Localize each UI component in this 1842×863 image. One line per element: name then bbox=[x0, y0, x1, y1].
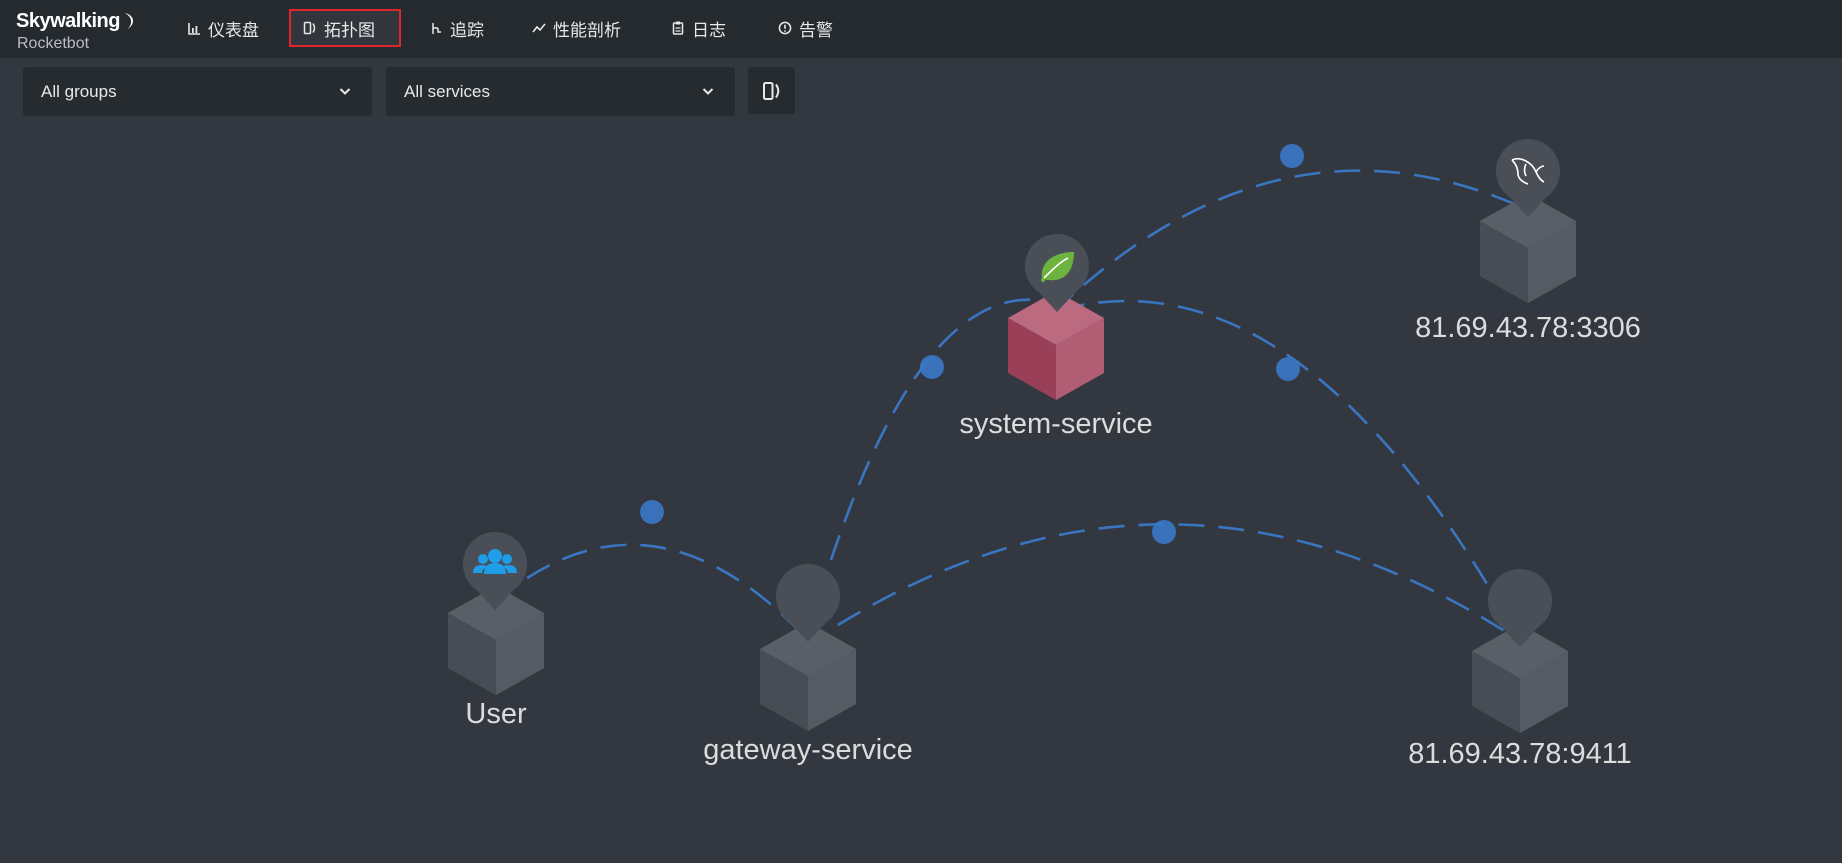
node-label-gateway-service: gateway-service bbox=[703, 734, 913, 766]
nav-trace[interactable]: 追踪 bbox=[417, 9, 496, 47]
edge-dot-user-gateway[interactable] bbox=[640, 500, 664, 524]
node-label-mysql-3306: 81.69.43.78:3306 bbox=[1415, 312, 1641, 344]
node-gateway-service[interactable] bbox=[760, 564, 856, 731]
group-select[interactable]: All groups bbox=[23, 67, 372, 116]
topology-canvas[interactable]: User gateway-service system-service 81.6… bbox=[0, 116, 1842, 858]
group-select-value: All groups bbox=[41, 81, 117, 101]
nav-alarm-label: 告警 bbox=[799, 20, 833, 40]
chevron-down-icon bbox=[702, 88, 714, 95]
logo-subtitle: Rocketbot bbox=[17, 35, 90, 52]
node-label-user: User bbox=[465, 698, 527, 730]
nav-topology-label: 拓扑图 bbox=[324, 20, 375, 40]
nav-trace-label: 追踪 bbox=[450, 20, 484, 40]
edge-system-zipkin[interactable] bbox=[1058, 299, 1520, 638]
mysql-dolphin-icon bbox=[1511, 157, 1545, 185]
spring-leaf-icon bbox=[1041, 252, 1074, 282]
nav-dashboard[interactable]: 仪表盘 bbox=[175, 9, 271, 47]
service-select-value: All services bbox=[404, 81, 490, 101]
edge-dot-gateway-system[interactable] bbox=[920, 355, 944, 379]
node-label-system-service: system-service bbox=[959, 408, 1153, 440]
service-select[interactable]: All services bbox=[386, 67, 735, 116]
edge-gateway-zipkin[interactable] bbox=[837, 523, 1521, 643]
topology-icon bbox=[762, 81, 779, 100]
node-mysql-3306[interactable] bbox=[1480, 139, 1576, 303]
nav-profile-label: 性能剖析 bbox=[553, 20, 621, 40]
node-user[interactable] bbox=[448, 532, 544, 695]
edge-user-gateway[interactable] bbox=[494, 543, 809, 641]
topology-graph[interactable] bbox=[0, 116, 1842, 858]
alarm-icon bbox=[778, 21, 792, 35]
nav-alarm[interactable]: 告警 bbox=[766, 9, 845, 47]
chevron-down-icon bbox=[339, 88, 351, 95]
edge-dot-system-mysql[interactable] bbox=[1280, 144, 1304, 168]
nav-profile[interactable]: 性能剖析 bbox=[520, 9, 633, 47]
node-label-zipkin-9411: 81.69.43.78:9411 bbox=[1408, 738, 1632, 770]
nav-log-label: 日志 bbox=[692, 20, 726, 40]
profile-trend-icon bbox=[532, 21, 546, 35]
node-system-service[interactable] bbox=[1008, 234, 1104, 400]
dashboard-chart-icon bbox=[187, 21, 201, 35]
topology-icon bbox=[303, 21, 317, 35]
skywalking-logo[interactable]: Skywalking Rocketbot bbox=[16, 10, 146, 52]
logo-title: Skywalking bbox=[16, 10, 120, 32]
users-icon bbox=[473, 549, 517, 574]
top-navbar: Skywalking Rocketbot 仪表盘 拓扑图 追踪 性能剖析 日志 bbox=[0, 0, 1842, 58]
log-clipboard-icon bbox=[671, 21, 685, 35]
topology-toggle-button[interactable] bbox=[748, 67, 795, 114]
edge-dot-system-zipkin[interactable] bbox=[1276, 357, 1300, 381]
edge-dot-gateway-zipkin[interactable] bbox=[1152, 520, 1176, 544]
edge-system-mysql[interactable] bbox=[1053, 169, 1529, 313]
nav-topology[interactable]: 拓扑图 bbox=[289, 9, 401, 47]
nav-dashboard-label: 仪表盘 bbox=[208, 20, 259, 40]
node-zipkin-9411[interactable] bbox=[1472, 569, 1568, 733]
nav-log[interactable]: 日志 bbox=[659, 9, 738, 47]
edge-gateway-system[interactable] bbox=[829, 298, 1059, 561]
trace-icon bbox=[429, 21, 443, 35]
logo-swoosh-icon bbox=[125, 13, 134, 29]
